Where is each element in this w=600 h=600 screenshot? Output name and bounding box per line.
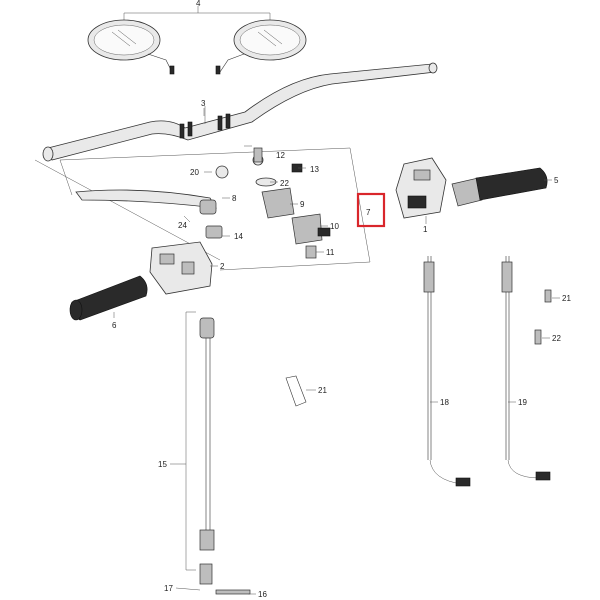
callout-15: 15 xyxy=(158,460,167,469)
callout-9: 9 xyxy=(300,200,305,209)
highlight-box xyxy=(356,192,386,228)
callout-2: 2 xyxy=(220,262,225,271)
clip xyxy=(285,375,307,407)
callout-12: 12 xyxy=(276,151,285,160)
left-grip xyxy=(69,275,148,321)
clutch-cable xyxy=(185,311,251,595)
leader-lines xyxy=(113,108,560,595)
callout-16: 16 xyxy=(258,590,267,599)
callout-21: 21 xyxy=(318,386,327,395)
callout-3: 3 xyxy=(201,99,206,108)
callout-5: 5 xyxy=(554,176,559,185)
callout-17: 17 xyxy=(164,584,173,593)
callout-24: 24 xyxy=(178,221,187,230)
callout-20: 20 xyxy=(190,168,199,177)
callout-23: 22 xyxy=(280,179,289,188)
callout-18: 18 xyxy=(440,398,449,407)
callout-6: 6 xyxy=(112,321,117,330)
callout-11: 11 xyxy=(326,248,335,257)
handlebar xyxy=(42,62,438,162)
callout-7: 7 xyxy=(366,208,371,217)
brake-lever xyxy=(75,189,217,215)
callout-22b: 22 xyxy=(552,334,561,343)
cable-adjusters xyxy=(534,289,552,345)
callout-13: 13 xyxy=(310,165,319,174)
right-grip xyxy=(451,167,548,207)
throttle-cables xyxy=(423,256,551,487)
callout-8: 8 xyxy=(232,194,237,203)
callout-4: 4 xyxy=(196,0,201,8)
callout-1: 1 xyxy=(423,225,428,234)
throttle-housing xyxy=(395,157,447,219)
callout-19: 19 xyxy=(518,398,527,407)
left-mirror xyxy=(87,6,271,75)
callout-14: 14 xyxy=(234,232,243,241)
callout-10: 10 xyxy=(330,222,339,231)
right-mirror xyxy=(215,19,307,75)
callout-22a: 21 xyxy=(562,294,571,303)
left-switch-housing xyxy=(149,241,213,295)
lever-small-parts xyxy=(205,147,331,259)
